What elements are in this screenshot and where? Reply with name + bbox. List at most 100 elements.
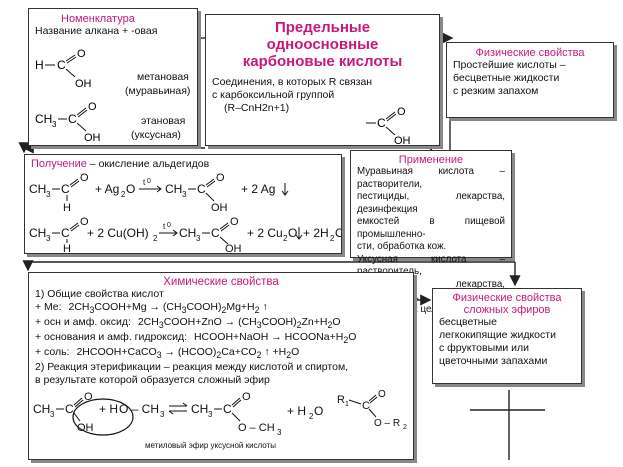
svg-text:O: O — [216, 172, 225, 184]
physical-header: Физические свойства — [475, 47, 585, 59]
page-title: Предельные одноосновные карбоновые кисло… — [212, 19, 433, 70]
svg-text:O: O — [242, 391, 251, 403]
center-formula: (R–CnH2n+1) — [224, 102, 290, 114]
svg-text:3: 3 — [277, 428, 282, 437]
svg-text:O: O — [84, 391, 93, 403]
svg-text:2: 2 — [283, 234, 288, 243]
application-header: Применение — [398, 154, 464, 166]
reaction-salt: + соль: 2HCOOH+CaCO3 → (HCOO)2Ca+CO2 ↑ +… — [35, 346, 407, 361]
svg-text:C: C — [223, 402, 232, 416]
physical-properties-box: Физические свойства Простейшие кислоты –… — [446, 42, 614, 118]
svg-text:CH: CH — [165, 182, 182, 196]
reaction-hydroxide: + основания и амф. гидроксид: HCOOH+NaOH… — [35, 331, 407, 346]
metal-label: + Me: — [35, 301, 62, 313]
ester-line-3: с фруктовыми или — [439, 342, 530, 354]
svg-text:C: C — [211, 226, 220, 240]
ester-properties-box: Физические свойства сложных эфиров бесцв… — [432, 288, 582, 384]
ester-caption: метиловый эфир уксусной кислоты — [145, 441, 276, 450]
svg-text:O: O — [314, 404, 323, 418]
svg-text:OH: OH — [211, 202, 228, 214]
svg-text:t: t — [143, 178, 146, 187]
svg-text:OH: OH — [84, 132, 101, 143]
chemical-line-3: в результате которой образуется сложный … — [35, 374, 270, 386]
svg-text:CH: CH — [191, 402, 208, 416]
acetic-name: этановая — [141, 115, 186, 127]
svg-text:OH: OH — [77, 422, 94, 434]
svg-text:C: C — [377, 116, 386, 130]
svg-text:+ H: + H — [99, 402, 118, 416]
svg-text:3: 3 — [182, 190, 187, 199]
svg-text:1: 1 — [345, 401, 349, 408]
ester-line-2: легкокипящие жидкости — [439, 329, 556, 341]
nomenclature-box: Номенклатура Название алкана + -овая H C… — [28, 8, 198, 146]
title-line-1: Предельные — [274, 19, 371, 36]
svg-text:+ Ag: + Ag — [95, 182, 119, 196]
svg-text:R: R — [337, 394, 345, 406]
svg-text:C: C — [57, 58, 66, 72]
svg-text:O: O — [378, 389, 386, 400]
title-line-2: одноосновные — [266, 36, 379, 53]
oxide-label: + осн и амф. оксид: — [35, 316, 131, 328]
nomenclature-header: Номенклатура — [61, 13, 135, 25]
salt-label: + соль: — [35, 346, 70, 358]
chemical-header: Химические свойства — [163, 276, 279, 288]
center-box: Предельные одноосновные карбоновые кисло… — [205, 14, 440, 146]
metal-equation: 2CH3COOH+Mg → (CH3COOH)2Mg+H2 ↑ — [68, 301, 268, 316]
svg-text:+ 2 Cu(OH): + 2 Cu(OH) — [87, 226, 149, 240]
svg-text:O – R: O – R — [374, 418, 400, 429]
svg-text:+ H: + H — [287, 404, 306, 418]
physical-line-3: с резким запахом — [453, 85, 539, 97]
carboxyl-group-structure: C O OH — [366, 106, 411, 145]
svg-text:O: O — [77, 48, 86, 60]
svg-text:C: C — [61, 182, 70, 196]
svg-text:3: 3 — [160, 410, 165, 419]
svg-text:O – CH: O – CH — [238, 422, 275, 434]
acetic-trivial: (уксусная) — [131, 129, 181, 141]
svg-text:CH: CH — [179, 226, 196, 240]
ester-line-1: бесцветные — [439, 316, 497, 328]
hydroxide-equation: HCOOH+NaOH → HCOONa+H2O — [193, 331, 357, 346]
salt-equation: 2HCOOH+CaCO3 → (HCOO)2Ca+CO2 ↑ +H2O — [76, 346, 300, 361]
hydroxide-label: + основания и амф. гидроксид: — [35, 331, 188, 343]
center-definition-2: с карбоксильной группой — [212, 89, 335, 101]
center-definition-1: Соединения, в которых R связан — [212, 76, 373, 88]
physical-line-1: Простейшие кислоты – — [453, 59, 566, 71]
title-line-3: карбоновые кислоты — [242, 53, 403, 70]
svg-text:O: O — [88, 101, 97, 113]
chemical-line-1: 1) Общие свойства кислот — [35, 288, 164, 300]
application-line-2: пестициды, лекарства, дезинфекция — [357, 191, 505, 215]
chemical-properties-box: Химические свойства 1) Общие свойства ки… — [28, 272, 414, 460]
svg-text:H: H — [63, 243, 71, 253]
application-line-4: сти, обработка кож. — [357, 241, 447, 252]
ester-header-line-1: Физические свойства — [452, 292, 562, 304]
svg-text:2: 2 — [403, 424, 407, 431]
svg-text:O – CH: O – CH — [119, 402, 159, 416]
svg-text:2: 2 — [153, 234, 158, 243]
svg-text:O: O — [80, 216, 89, 228]
svg-text:CH: CH — [33, 402, 50, 416]
formic-acid-structure: H C O OH — [35, 48, 92, 90]
svg-text:3: 3 — [52, 120, 57, 129]
obtaining-header: Получение — [31, 158, 87, 170]
application-line-1: Муравьиная кислота – растворители, — [357, 166, 505, 190]
nomenclature-rule: Название алкана + -овая — [35, 25, 158, 37]
svg-text:OH: OH — [75, 78, 92, 90]
obtaining-subtitle: – окисление альдегидов — [86, 158, 210, 170]
svg-text:2: 2 — [121, 190, 126, 199]
application-line-3: емкостей в пищевой промышленно- — [357, 216, 505, 240]
svg-text:2: 2 — [309, 412, 314, 421]
svg-text:O: O — [230, 216, 239, 228]
application-box: Применение Муравьиная кислота – раствори… — [350, 150, 512, 315]
svg-text:OH: OH — [394, 135, 411, 145]
application-line-5: Уксусная кислота – растворитель, — [357, 253, 505, 278]
svg-text:3: 3 — [196, 234, 201, 243]
svg-text:H: H — [63, 202, 71, 214]
svg-text:C: C — [68, 112, 77, 126]
svg-text:C: C — [61, 226, 70, 240]
svg-text:CH: CH — [29, 226, 46, 240]
svg-text:C: C — [65, 402, 74, 416]
svg-text:3: 3 — [50, 410, 55, 419]
